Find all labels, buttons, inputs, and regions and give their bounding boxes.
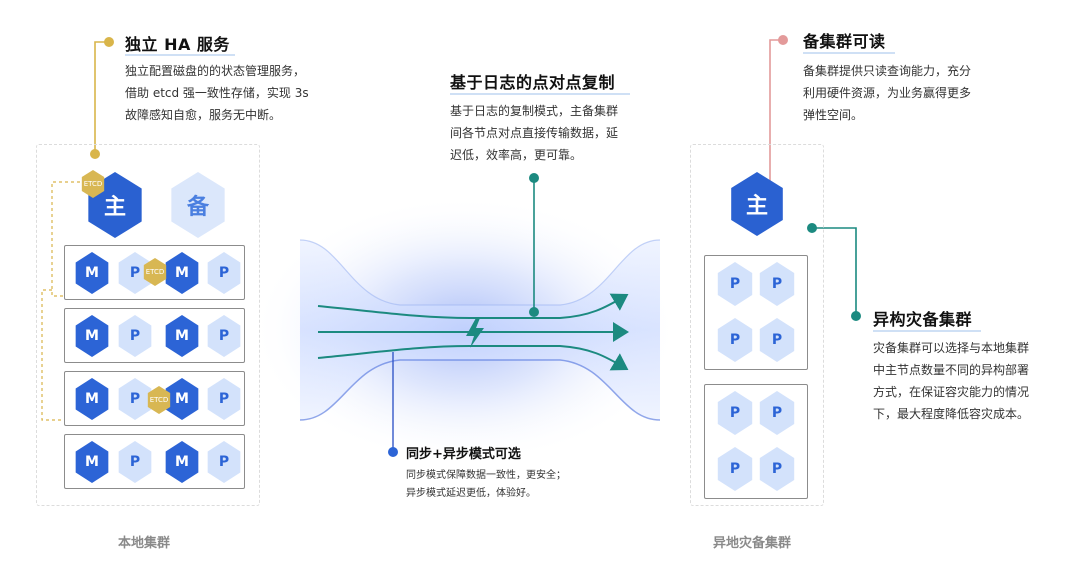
etcd-badge: ETCD [147, 386, 171, 414]
local-backup-node: 备 [171, 172, 225, 238]
p2p-title-underline [450, 93, 630, 95]
readable-dot-top [778, 35, 788, 45]
local-node-p: P [118, 252, 152, 294]
sync-desc: 同步模式保障数据一致性，更安全； 异步模式延迟更低，体验好。 [406, 470, 566, 499]
remote-cluster-caption: 异地灾备集群 [713, 536, 792, 551]
ha-dot-top [104, 37, 114, 47]
local-node-m: M [165, 252, 199, 294]
local-node-p: P [207, 441, 241, 483]
local-cluster-panel [36, 144, 260, 506]
p2p-dot-top [529, 173, 539, 183]
ha-title-underline [125, 54, 235, 56]
hetero-dot-bottom [851, 311, 861, 321]
readable-desc: 备集群提供只读查询能力，充分 利用硬件资源，为业务赢得更多 弹性空间。 [803, 64, 972, 122]
remote-node-p: P [717, 391, 753, 435]
local-node-p: P [207, 315, 241, 357]
remote-node-p: P [717, 262, 753, 306]
local-node-p: P [118, 441, 152, 483]
local-node-m: M [75, 378, 109, 420]
sync-dot [388, 447, 398, 457]
flow-line-top [317, 293, 629, 319]
lightning-icon [466, 318, 484, 348]
readable-title-underline [803, 52, 895, 54]
ha-dot-bottom [90, 149, 100, 159]
p2p-desc: 基于日志的复制模式，主备集群 间各节点对点直接传输数据，延 迟低，效率高，更可靠… [450, 104, 619, 162]
remote-node-p: P [717, 447, 753, 491]
local-node-p: P [207, 252, 241, 294]
remote-node-p: P [717, 318, 753, 362]
flow-tube-top-edge [299, 239, 661, 306]
p2p-dot-bottom [529, 307, 539, 317]
hetero-desc: 灾备集群可以选择与本地集群 中主节点数量不同的异构部署 方式，在保证容灾能力的情… [873, 341, 1030, 421]
local-node-m: M [75, 441, 109, 483]
local-node-m: M [75, 252, 109, 294]
local-node-m: M [165, 315, 199, 357]
etcd-dashed-link-1 [51, 181, 151, 297]
remote-node-p: P [759, 391, 795, 435]
hetero-title-underline [873, 330, 981, 332]
remote-node-p: P [759, 318, 795, 362]
ha-connector [94, 41, 109, 154]
local-node-m: M [165, 441, 199, 483]
etcd-badge: ETCD [143, 258, 167, 286]
hetero-connector [812, 227, 857, 316]
flow-line-bottom [317, 345, 629, 371]
remote-node-p: P [759, 262, 795, 306]
ha-title: 独立 HA 服务 [125, 35, 230, 54]
sync-title: 同步+异步模式可选 [406, 447, 521, 462]
local-cluster-caption: 本地集群 [118, 536, 171, 551]
local-node-p: P [118, 315, 152, 357]
p2p-title: 基于日志的点对点复制 [450, 73, 616, 92]
readable-title: 备集群可读 [803, 32, 886, 51]
local-node-p: P [207, 378, 241, 420]
flow-tube-bottom-edge [299, 359, 661, 421]
local-node-m: M [165, 378, 199, 420]
hetero-dot-top [807, 223, 817, 233]
hetero-title: 异构灾备集群 [873, 310, 973, 329]
ha-desc: 独立配置磁盘的的状态管理服务， 借助 etcd 强一致性存储，实现 3s 故障感… [125, 64, 309, 122]
etcd-badge-main: ETCD [81, 170, 105, 198]
local-node-p: P [118, 378, 152, 420]
local-node-m: M [75, 315, 109, 357]
remote-cluster-panel [690, 144, 824, 506]
remote-node-p: P [759, 447, 795, 491]
